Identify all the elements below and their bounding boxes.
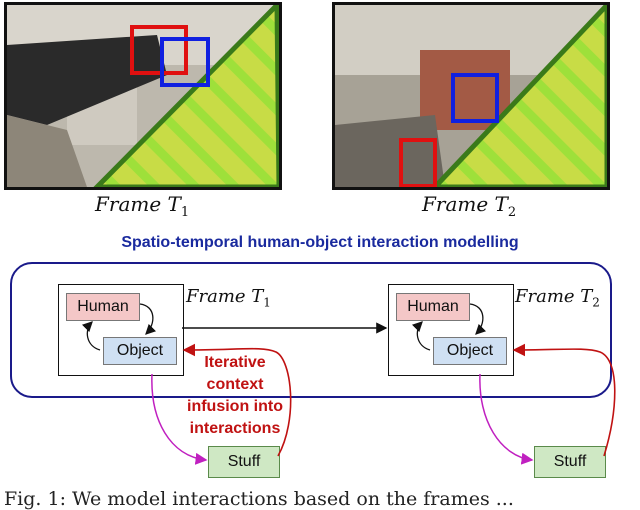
stuff-node-2: Stuff: [534, 446, 606, 478]
frame-2-scene: [335, 5, 607, 187]
object-node-2: Object: [433, 337, 507, 365]
frame-1-image: [4, 2, 282, 190]
frame-2-caption: Frame T2: [422, 192, 517, 220]
object-bbox: [160, 37, 210, 87]
object-bbox: [451, 73, 499, 123]
stuff-to-object-arrow-1: [182, 343, 292, 457]
human-to-object-arrow-2: [469, 303, 487, 335]
human-bbox: [399, 138, 437, 187]
iterative-context-label: Iterative context infusion into interact…: [187, 354, 283, 437]
frame-1-scene: [7, 5, 279, 187]
figure-caption: Fig. 1: We model interactions based on t…: [4, 488, 514, 510]
stuff-node-1: Stuff: [208, 446, 280, 478]
object-to-stuff-arrow-1: [151, 373, 208, 465]
spatio-temporal-container: [10, 262, 612, 398]
human-node-1: Human: [66, 293, 140, 321]
human-node-2: Human: [396, 293, 470, 321]
object-node-1: Object: [103, 337, 177, 365]
diagram-title: Spatio-temporal human-object interaction…: [121, 234, 519, 251]
frame-2-box-label: Frame T2: [515, 286, 600, 310]
frame-1-box: Human Object: [58, 284, 184, 376]
object-to-human-arrow-2: [411, 321, 431, 351]
object-to-stuff-arrow-2: [479, 373, 534, 465]
human-bbox: [130, 25, 188, 75]
frame-2-box: Human Object: [388, 284, 514, 376]
frame-1-caption: Frame T1: [95, 192, 190, 220]
human-to-object-arrow-1: [139, 303, 157, 335]
object-to-human-arrow-1: [81, 321, 101, 351]
stuff-to-object-arrow-2: [512, 343, 616, 457]
frame-2-image: [332, 2, 610, 190]
frame-1-box-label: Frame T1: [186, 286, 271, 310]
